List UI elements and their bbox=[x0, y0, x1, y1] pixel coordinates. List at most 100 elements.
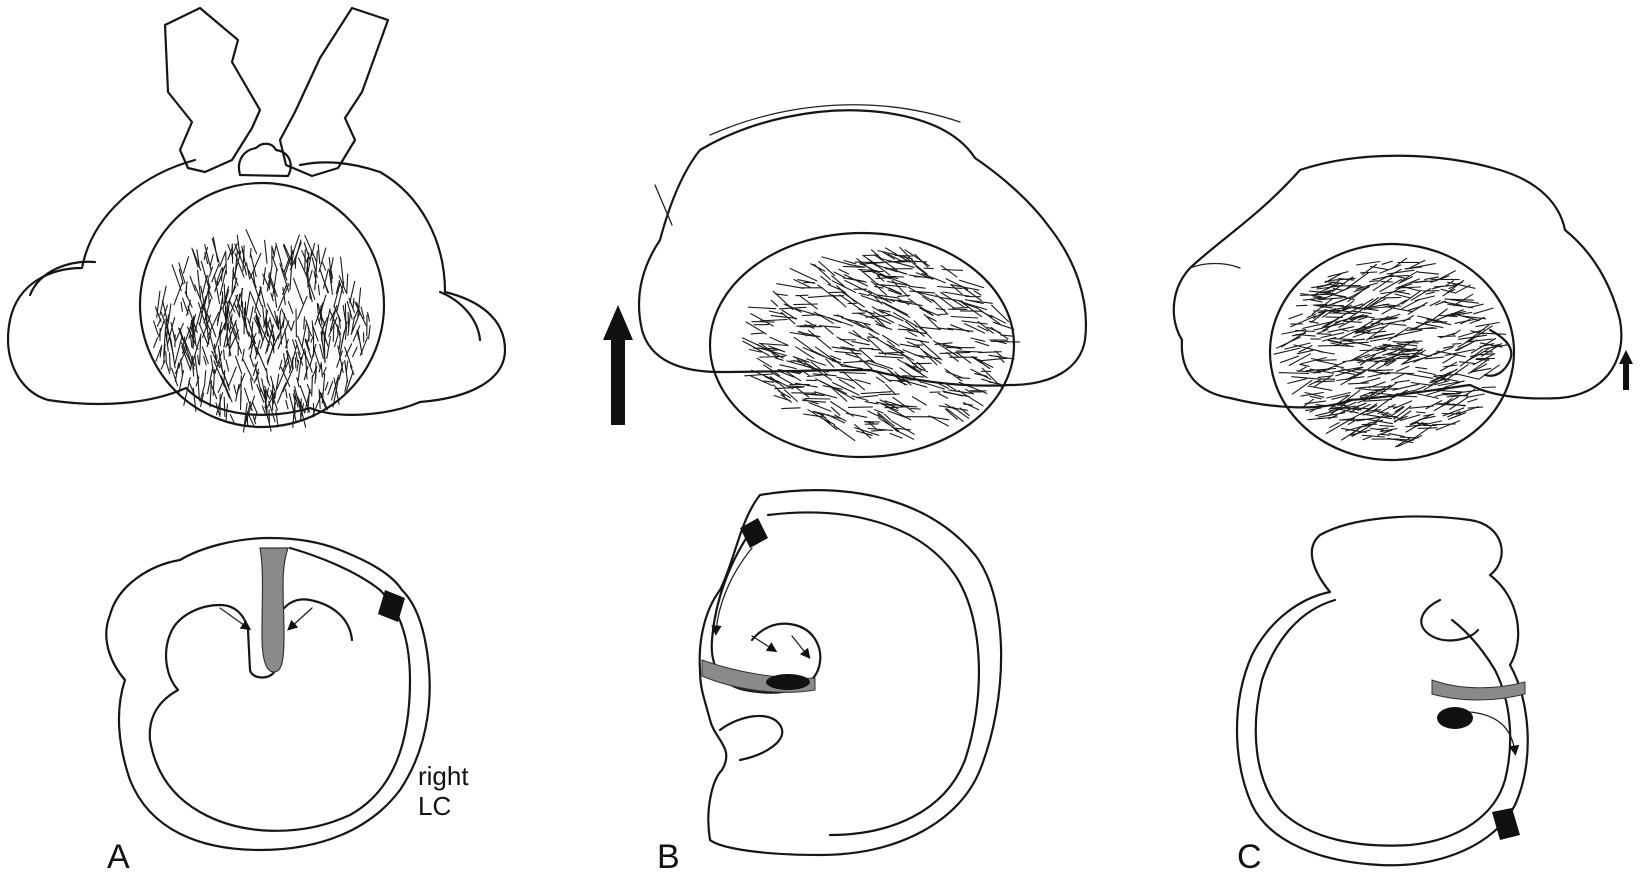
panel-a-arrow-right bbox=[290, 608, 312, 628]
shading-stroke bbox=[833, 295, 846, 307]
shading-stroke bbox=[1445, 350, 1474, 356]
shading-stroke bbox=[353, 299, 354, 309]
shading-stroke bbox=[296, 353, 298, 362]
shading-stroke bbox=[852, 342, 869, 345]
shading-stroke bbox=[174, 282, 183, 304]
shading-stroke bbox=[1385, 307, 1412, 312]
shading-stroke bbox=[771, 300, 777, 306]
shading-stroke bbox=[864, 422, 879, 423]
shading-stroke bbox=[939, 406, 967, 411]
shading-stroke bbox=[875, 356, 903, 358]
shading-stroke bbox=[243, 360, 253, 381]
shading-stroke bbox=[276, 410, 278, 427]
shading-stroke bbox=[1370, 281, 1378, 282]
shading-stroke bbox=[751, 333, 763, 334]
shading-stroke bbox=[794, 337, 813, 350]
panel-a bbox=[8, 8, 505, 850]
shading-stroke bbox=[170, 353, 171, 371]
panel-b-left-flap bbox=[655, 185, 672, 225]
shading-stroke bbox=[299, 400, 306, 427]
shading-stroke bbox=[265, 240, 267, 263]
shading-stroke bbox=[1426, 292, 1435, 294]
panel-b-large-up-arrow-head bbox=[603, 305, 633, 340]
shading-stroke bbox=[844, 361, 873, 363]
panel-c-yolk-sphere-shading bbox=[1274, 258, 1508, 447]
shading-stroke bbox=[975, 341, 988, 345]
shading-stroke bbox=[1442, 414, 1460, 415]
shading-stroke bbox=[962, 321, 987, 324]
shading-stroke bbox=[831, 407, 840, 415]
shading-stroke bbox=[1371, 323, 1380, 324]
shading-stroke bbox=[868, 338, 886, 355]
shading-stroke bbox=[875, 410, 884, 413]
shading-stroke bbox=[208, 367, 213, 394]
panel-a-black-marker bbox=[378, 590, 405, 622]
shading-stroke bbox=[1474, 308, 1493, 314]
panel-label-a: A bbox=[107, 840, 130, 874]
panel-label-c: C bbox=[1237, 840, 1262, 874]
panel-a-notochord-gray bbox=[260, 548, 288, 672]
panel-a-left-hatched-limb bbox=[165, 8, 260, 172]
shading-stroke bbox=[172, 265, 181, 291]
shading-stroke bbox=[323, 262, 326, 270]
panel-c bbox=[1174, 156, 1633, 866]
shading-stroke bbox=[887, 344, 903, 352]
shading-stroke bbox=[971, 338, 985, 341]
shading-stroke bbox=[802, 315, 814, 316]
shading-stroke bbox=[234, 385, 236, 393]
shading-stroke bbox=[1388, 439, 1413, 440]
shading-stroke bbox=[819, 261, 835, 275]
shading-stroke bbox=[915, 254, 928, 267]
shading-stroke bbox=[941, 266, 957, 277]
shading-stroke bbox=[839, 269, 849, 274]
shading-stroke bbox=[876, 377, 884, 383]
shading-stroke bbox=[1389, 373, 1414, 374]
shading-stroke bbox=[846, 413, 866, 417]
panel-b-yolk-sphere-shading bbox=[742, 247, 1020, 440]
shading-stroke bbox=[166, 362, 170, 374]
shading-stroke bbox=[816, 379, 836, 389]
shading-stroke bbox=[845, 281, 872, 294]
shading-stroke bbox=[1292, 380, 1312, 394]
shading-stroke bbox=[1382, 261, 1392, 264]
shading-stroke bbox=[1374, 334, 1394, 337]
panel-c-section-inner-outline bbox=[1256, 600, 1510, 846]
shading-stroke bbox=[217, 297, 222, 325]
panel-b-top-embryo bbox=[639, 105, 1086, 457]
shading-stroke bbox=[191, 336, 192, 347]
shading-stroke bbox=[1305, 401, 1326, 404]
shading-stroke bbox=[1344, 321, 1362, 322]
shading-stroke bbox=[1460, 362, 1475, 364]
shading-stroke bbox=[840, 372, 866, 373]
shading-stroke bbox=[746, 322, 766, 334]
shading-stroke bbox=[224, 397, 225, 416]
shading-stroke bbox=[796, 295, 808, 296]
shading-stroke bbox=[835, 415, 846, 421]
shading-stroke bbox=[293, 340, 296, 349]
shading-stroke bbox=[1438, 336, 1456, 337]
shading-stroke bbox=[1322, 362, 1345, 372]
shading-stroke bbox=[327, 337, 331, 359]
shading-stroke bbox=[1456, 374, 1478, 379]
shading-stroke bbox=[1373, 278, 1391, 290]
shading-stroke bbox=[1380, 426, 1394, 427]
shading-stroke bbox=[835, 351, 861, 354]
shading-stroke bbox=[876, 265, 890, 275]
shading-stroke bbox=[890, 434, 902, 439]
panel-b-arrow-1 bbox=[752, 636, 774, 650]
shading-stroke bbox=[1308, 386, 1332, 390]
shading-stroke bbox=[1316, 405, 1325, 406]
shading-stroke bbox=[1418, 272, 1439, 274]
panel-b-section-inner-outline bbox=[768, 513, 979, 836]
shading-stroke bbox=[244, 308, 245, 334]
shading-stroke bbox=[803, 348, 824, 357]
panel-b bbox=[603, 105, 1086, 855]
shading-stroke bbox=[213, 237, 217, 261]
shading-stroke bbox=[805, 399, 830, 400]
shading-stroke bbox=[1313, 297, 1324, 298]
shading-stroke bbox=[1361, 378, 1380, 383]
shading-stroke bbox=[200, 337, 201, 365]
shading-stroke bbox=[1391, 407, 1404, 416]
panel-label-b: B bbox=[657, 840, 680, 874]
